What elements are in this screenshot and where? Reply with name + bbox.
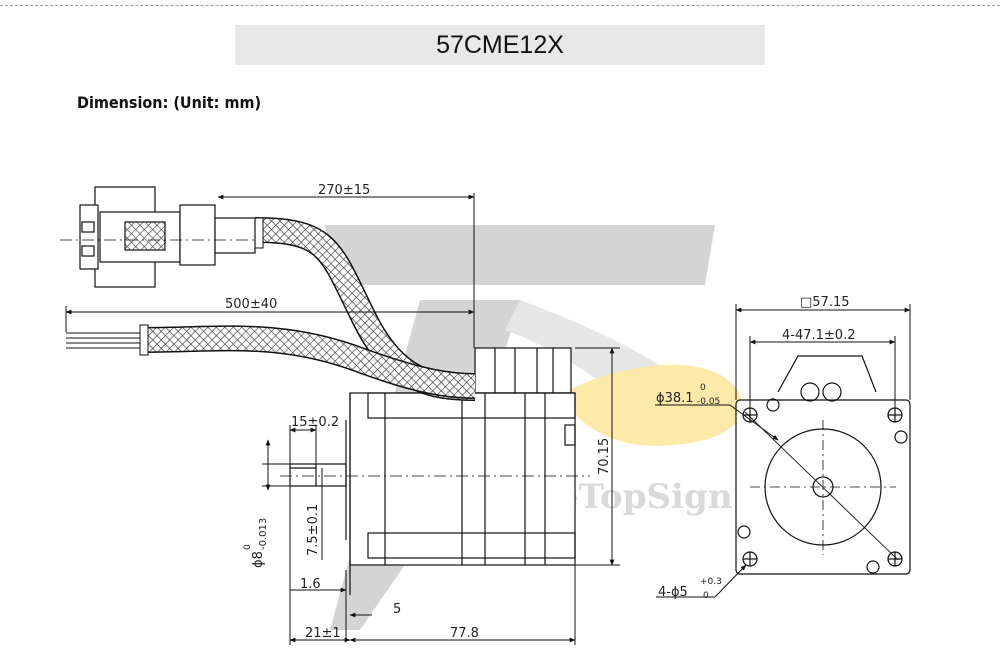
motor-front-view (735, 355, 911, 575)
power-cable-length: 500±40 (225, 297, 277, 312)
shaft-flat-length: 15±0.2 (291, 415, 339, 430)
svg-text:4-ϕ5: 4-ϕ5 (658, 585, 688, 600)
svg-text:ϕ8: ϕ8 (251, 551, 266, 568)
encoder-cable-length: 270±15 (318, 183, 370, 198)
top-dashed-divider (0, 5, 1000, 6)
body-length: 77.8 (450, 626, 479, 641)
model-title-bar: 57CME12X (235, 25, 765, 65)
body-height: 70.15 (597, 438, 612, 475)
svg-text:ϕ38.1: ϕ38.1 (656, 391, 694, 406)
db-connector (60, 186, 256, 288)
svg-text:-0.013: -0.013 (258, 518, 269, 550)
side-dimension-lines (65, 193, 620, 645)
mount-hole-callout: 4-ϕ5 +0.3 0 (658, 577, 722, 601)
pilot-diameter: ϕ38.1 0 -0.05 (656, 383, 720, 407)
flat-depth: 7.5±0.1 (306, 504, 321, 556)
motor-side-view (280, 347, 590, 595)
svg-text:0: 0 (243, 544, 253, 550)
svg-text:+0.3: +0.3 (700, 577, 722, 587)
flange-width: □57.15 (800, 295, 850, 310)
front-dimension-lines (655, 304, 911, 598)
hole-spacing: 4-47.1±0.2 (782, 328, 855, 343)
svg-text:-0.05: -0.05 (697, 397, 720, 407)
shaft-diameter: ϕ8 0 -0.013 (243, 518, 269, 568)
pilot-depth: 1.6 (300, 577, 321, 592)
cables (66, 217, 476, 401)
shaft-length: 21±1 (305, 626, 341, 641)
dimension-heading: Dimension: (Unit: mm) (77, 93, 262, 112)
svg-text:0: 0 (703, 591, 709, 601)
flange-thickness: 5 (393, 602, 401, 617)
svg-text:0: 0 (700, 383, 706, 393)
mount-holes (737, 398, 908, 574)
model-title: 57CME12X (436, 30, 564, 59)
